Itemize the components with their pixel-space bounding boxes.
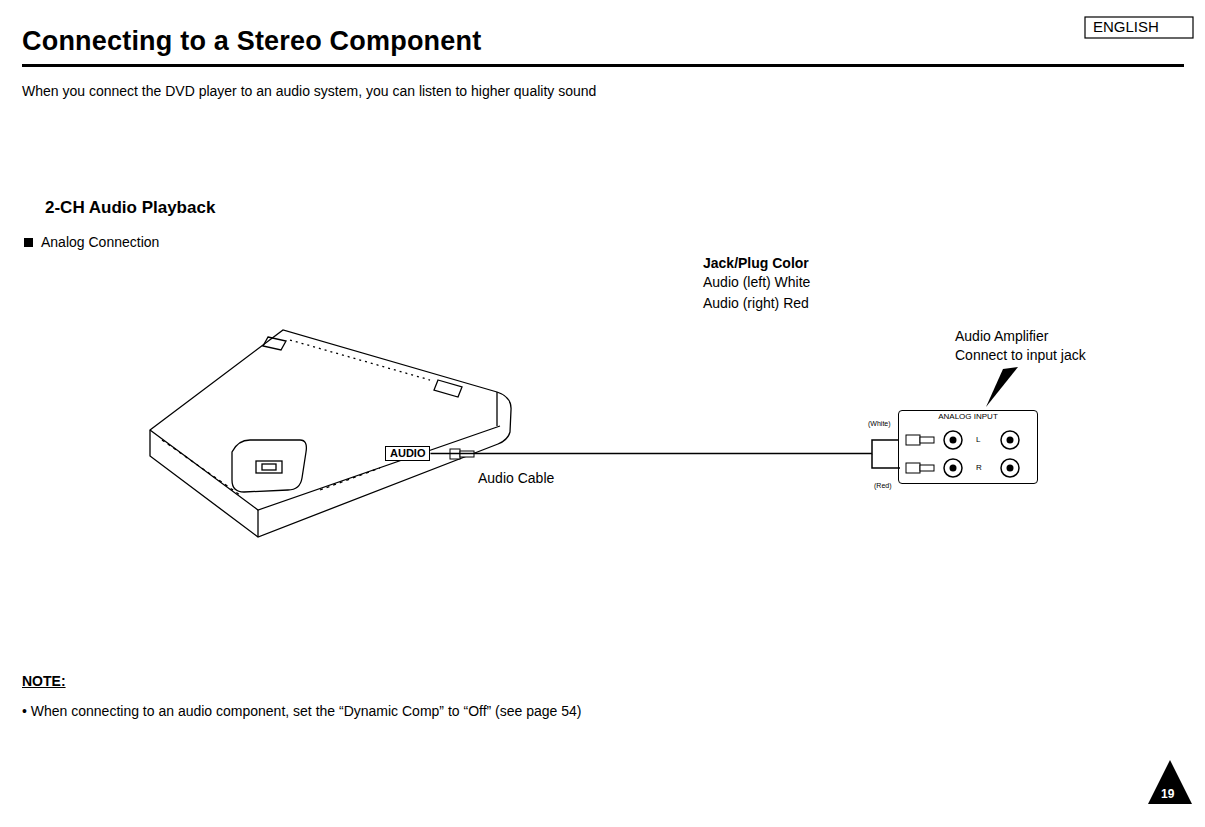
- channel-letter: R: [976, 463, 982, 473]
- page-title: Connecting to a Stereo Component: [22, 26, 481, 57]
- subsection-heading: Analog Connection: [41, 234, 159, 250]
- dvd-player: [150, 330, 511, 537]
- language-box: [1085, 17, 1193, 38]
- callout-text: Audio Amplifier: [955, 328, 1048, 344]
- callout-pointer: [986, 367, 1018, 407]
- cable-branch: [872, 454, 900, 468]
- plug-color: (Red): [874, 482, 892, 489]
- jack-label: AUDIO: [390, 447, 425, 460]
- language-tag: ENGLISH: [1093, 18, 1159, 35]
- page-number: 19: [1161, 787, 1174, 801]
- page-triangle: [1148, 760, 1192, 804]
- square-bullet: [24, 238, 33, 247]
- callout-text: Connect to input jack: [955, 347, 1086, 363]
- note-text: • When connecting to an audio component,…: [22, 703, 582, 719]
- amplifier-input-panel: ANALOG INPUT L R: [898, 410, 1038, 484]
- section-heading: 2-CH Audio Playback: [45, 198, 215, 218]
- plug-color: (White): [868, 420, 891, 427]
- table-row: Audio (left) White: [703, 274, 810, 290]
- audio-jack-label: AUDIO: [385, 446, 430, 461]
- cable-label: Audio Cable: [478, 470, 554, 486]
- panel-heading: ANALOG INPUT: [899, 412, 1037, 422]
- title-rule: [22, 64, 1184, 67]
- channel-letter: L: [976, 435, 980, 445]
- intro-text: When you connect the DVD player to an au…: [22, 83, 596, 99]
- audio-cable: [430, 440, 898, 454]
- input-jacks: [944, 431, 1019, 477]
- rca-plugs: [906, 435, 934, 473]
- table-row: Audio (right) Red: [703, 295, 809, 311]
- table-heading: Jack/Plug Color: [703, 255, 809, 271]
- note-heading: NOTE:: [22, 673, 66, 689]
